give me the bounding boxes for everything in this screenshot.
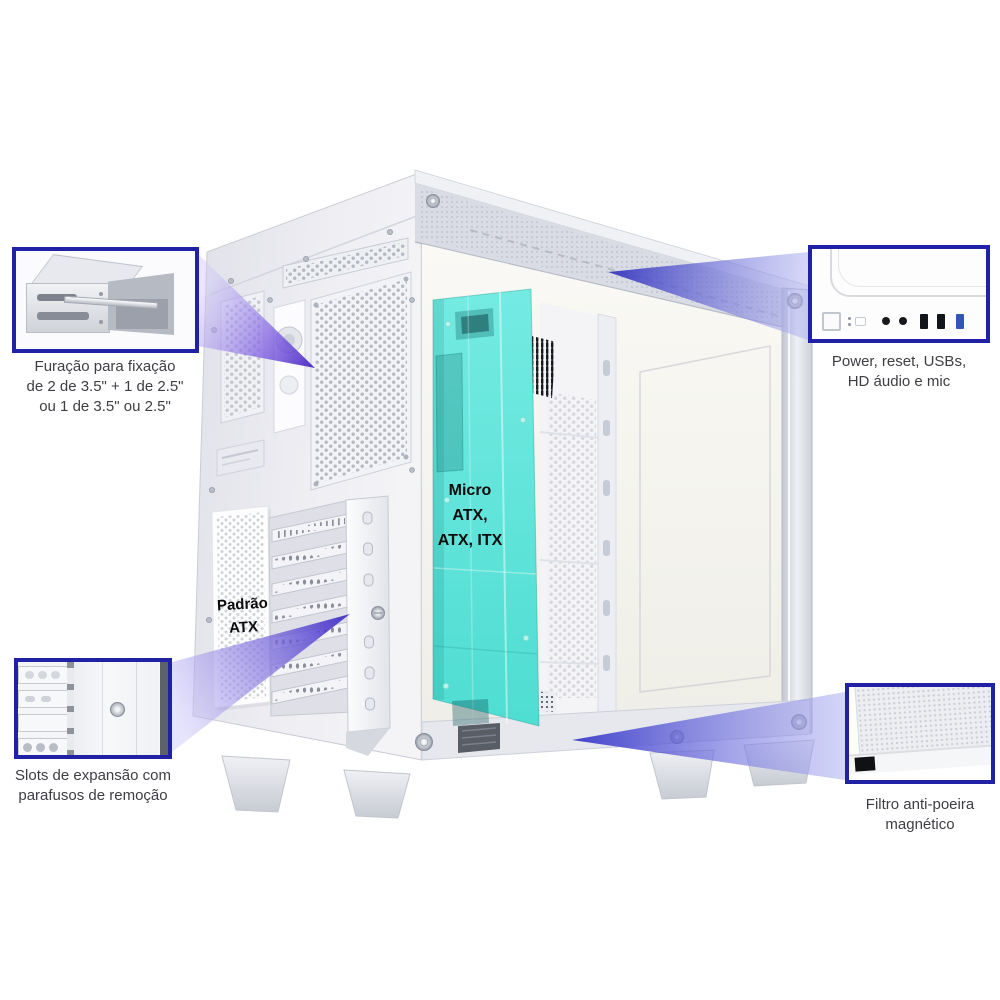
expansion-slot-area xyxy=(268,499,353,717)
atx-standard-label: Padrão ATX xyxy=(204,591,282,641)
tray-bottom-tab xyxy=(452,699,489,726)
usb-port xyxy=(920,313,928,329)
usb-port xyxy=(937,313,945,329)
caption-line: de 2 de 3.5" + 1 de 2.5" xyxy=(26,378,184,395)
caption-line: ou 1 de 3.5" ou 2.5" xyxy=(39,398,171,415)
rear-label-plate xyxy=(216,439,265,477)
mobo-tray-strip xyxy=(528,302,601,728)
bracket-fold xyxy=(346,728,390,756)
audio-jack xyxy=(882,317,890,325)
cpu-cutout xyxy=(435,352,464,473)
motherboard-tray-highlight xyxy=(432,288,540,727)
panel-edge-strip xyxy=(160,662,168,755)
label-line: ATX, xyxy=(452,507,488,524)
filter-magnet xyxy=(854,756,876,772)
caption-line: magnético xyxy=(885,816,955,833)
caption-line: parafusos de remoção xyxy=(18,787,168,804)
motherboard-support-label: Micro ATX, ATX, ITX xyxy=(424,478,516,553)
label-line: ATX xyxy=(228,618,259,637)
io-panel-callout xyxy=(808,245,990,343)
usb3-port xyxy=(956,313,964,329)
top-panel-seam xyxy=(838,249,986,287)
reset-led-cluster xyxy=(848,316,851,326)
rear-fan-mesh xyxy=(310,271,412,491)
caption-line: Furação para fixação xyxy=(34,358,176,375)
beam-expansion-slots xyxy=(172,614,350,752)
label-line: Micro xyxy=(448,482,492,499)
drive-cage-callout xyxy=(12,247,199,353)
power-button xyxy=(822,311,841,331)
slot-bracket xyxy=(345,495,391,756)
beam-dust-filter xyxy=(572,692,845,780)
rear-io-opening xyxy=(273,299,306,434)
caption-line: Power, reset, USBs, xyxy=(831,353,967,370)
interior-divider xyxy=(597,313,617,731)
cage-front-face xyxy=(26,283,110,333)
dust-filter-callout xyxy=(845,683,995,784)
rim-seam xyxy=(208,213,423,296)
top-io-panel-image xyxy=(812,249,986,339)
slot-covers-closeup xyxy=(18,662,74,755)
cable-bundle xyxy=(528,336,556,398)
dust-filter-caption: Filtro anti-poeira magnético xyxy=(845,795,995,835)
dust-filter-image xyxy=(849,687,991,780)
expansion-slots-caption: Slots de expansão com parafusos de remoç… xyxy=(0,766,186,806)
expansion-slots-callout xyxy=(14,658,172,759)
label-line: ATX, ITX xyxy=(437,532,503,549)
io-panel-caption: Power, reset, USBs, HD áudio e mic xyxy=(800,352,998,392)
beam-drive-cage xyxy=(198,254,315,368)
bracket-panel-closeup xyxy=(74,662,158,755)
caption-line: Filtro anti-poeira xyxy=(865,796,975,813)
interior-seam xyxy=(639,345,771,693)
drive-cage-image xyxy=(16,251,195,349)
callout-beams xyxy=(172,252,845,780)
top-panel-seam xyxy=(830,249,986,297)
reset-button xyxy=(855,316,866,326)
drive-cage-caption: Furação para fixação de 2 de 3.5" + 1 de… xyxy=(0,357,210,417)
expansion-slots-image xyxy=(18,662,168,755)
caption-line: HD áudio e mic xyxy=(847,373,951,390)
thumbscrew-closeup xyxy=(110,702,125,717)
beam-io-panel xyxy=(608,252,808,340)
tray-handle-cutout xyxy=(455,308,494,340)
caption-line: Slots de expansão com xyxy=(15,767,171,784)
rear-top-vent xyxy=(282,237,409,289)
mic-jack xyxy=(899,317,907,325)
